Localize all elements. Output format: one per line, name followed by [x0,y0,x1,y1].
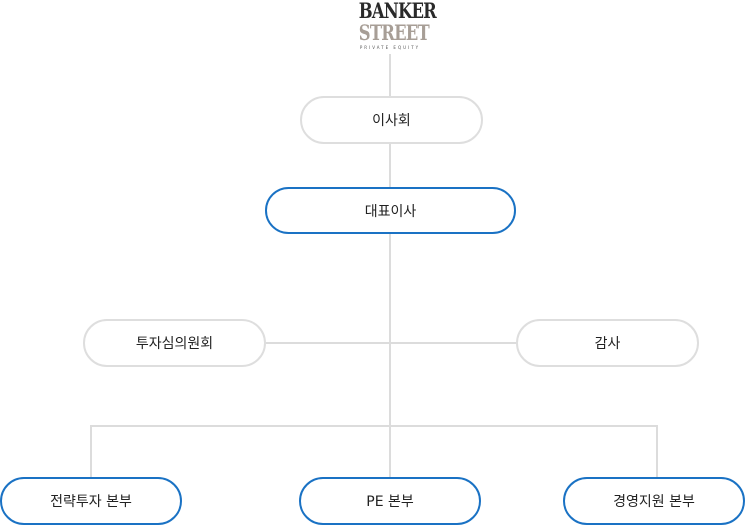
node-management-division-label: 경영지원 본부 [613,494,695,510]
connector-strategy-drop [90,425,92,478]
connector-management-drop [656,425,658,478]
connector-board-ceo [389,143,391,189]
node-board-label: 이사회 [372,113,411,129]
connector-ceo-divisions [389,233,391,478]
node-investment-committee-label: 투자심의원회 [135,336,214,352]
node-pe-division: PE 본부 [299,477,481,525]
connector-divisions-horizontal [90,425,658,427]
connector-logo-board [389,54,391,98]
node-strategy-division: 전략투자 본부 [0,477,182,525]
node-audit: 감사 [516,319,699,367]
node-management-division: 경영지원 본부 [563,477,745,525]
logo-line3: PRIVATE EQUITY [359,45,421,50]
node-audit-label: 감사 [594,336,621,352]
company-logo: BANKER STREET PRIVATE EQUITY [350,0,437,54]
node-strategy-division-label: 전략투자 본부 [50,494,132,510]
node-investment-committee: 투자심의원회 [83,319,266,367]
node-pe-division-label: PE 본부 [366,494,414,510]
logo-line2: STREET [358,20,430,45]
node-board: 이사회 [300,96,483,144]
connector-committee-audit [264,342,518,344]
node-ceo: 대표이사 [265,187,516,234]
node-ceo-label: 대표이사 [364,203,417,220]
logo-line1: BANKER [358,0,437,23]
